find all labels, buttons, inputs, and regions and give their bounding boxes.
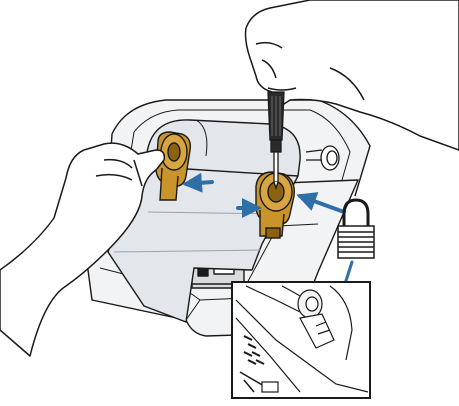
arrow-icon: [182, 172, 214, 193]
padlock-icon: [337, 198, 375, 259]
left-hand-icon: [0, 142, 166, 357]
arrow-icon: [296, 192, 346, 214]
media-holder-left: [155, 131, 192, 201]
inset-detail-icon: [231, 281, 371, 399]
screwdriver-icon: [267, 91, 285, 191]
adjustment-knob: [305, 145, 340, 171]
media-holder-right: [255, 171, 295, 239]
